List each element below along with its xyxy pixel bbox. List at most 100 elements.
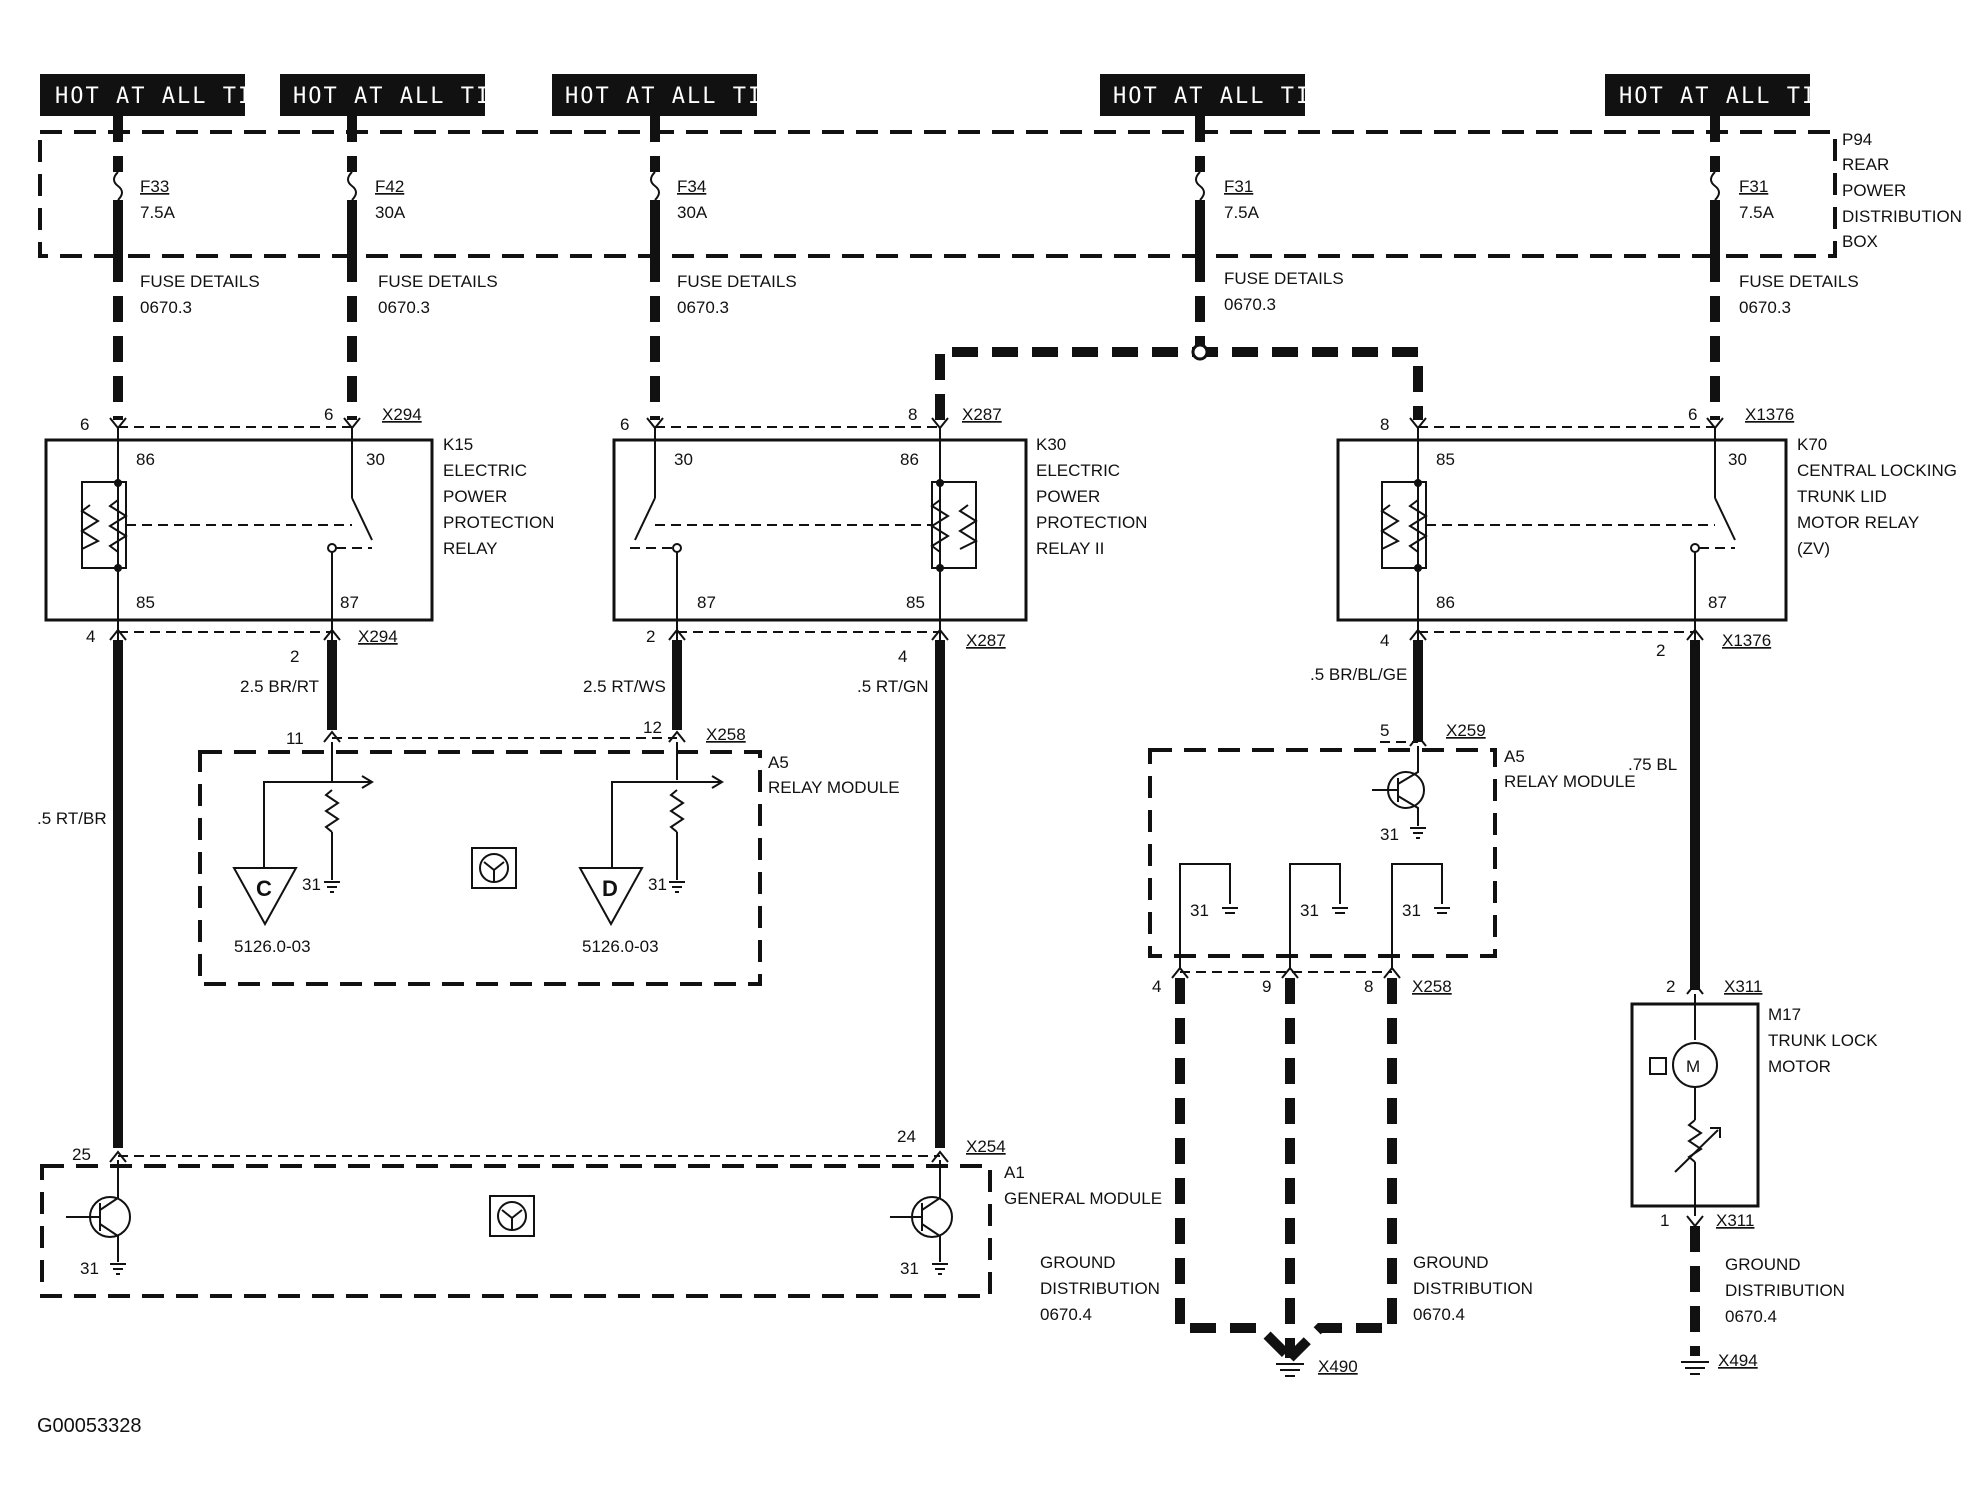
svg-text:POWER: POWER	[443, 487, 507, 506]
ground-wire-8	[1286, 978, 1397, 1362]
fuse-rating: 7.5A	[1739, 203, 1775, 222]
connector-label: X287	[966, 631, 1006, 650]
svg-text:86: 86	[900, 450, 919, 469]
fuse-rating: 30A	[375, 203, 406, 222]
svg-text:DISTRIBUTION: DISTRIBUTION	[1413, 1279, 1533, 1298]
svg-text:31: 31	[900, 1259, 919, 1278]
hot-label-text: HOT AT ALL TIMES	[55, 84, 299, 109]
svg-text:2: 2	[290, 647, 299, 666]
svg-text:86: 86	[1436, 593, 1455, 612]
fuse-box-label: REAR	[1842, 155, 1889, 174]
svg-text:87: 87	[340, 593, 359, 612]
hot-label-text: HOT AT ALL TIMES	[1113, 84, 1357, 109]
svg-text:RELAY II: RELAY II	[1036, 539, 1104, 558]
svg-text:8: 8	[908, 405, 917, 424]
svg-text:FUSE DETAILS: FUSE DETAILS	[1224, 269, 1344, 288]
svg-text:4: 4	[1152, 977, 1161, 996]
svg-text:4: 4	[86, 627, 95, 646]
fuse-f34: F34 30A	[650, 116, 708, 256]
svg-text:2: 2	[1656, 641, 1665, 660]
svg-text:31: 31	[648, 875, 667, 894]
svg-text:MOTOR RELAY: MOTOR RELAY	[1797, 513, 1919, 532]
relay-k15: 86 30 85 87 K15 ELECTRIC POWER PROTECTIO…	[44, 428, 554, 640]
svg-text:11: 11	[286, 729, 304, 748]
svg-text:(ZV): (ZV)	[1797, 539, 1830, 558]
svg-text:1: 1	[1660, 1211, 1669, 1230]
svg-text:MOTOR: MOTOR	[1768, 1057, 1831, 1076]
svg-text:5126.0-03: 5126.0-03	[234, 937, 311, 956]
fuse-rating: 30A	[677, 203, 708, 222]
connector-label: X311	[1716, 1211, 1754, 1230]
ground-wire-4	[1175, 978, 1294, 1362]
svg-text:31: 31	[1402, 901, 1421, 920]
motor-id: M17	[1768, 1005, 1801, 1024]
svg-text:0670.4: 0670.4	[1725, 1307, 1777, 1326]
fuse-id: F31	[1224, 177, 1253, 196]
svg-text:87: 87	[1708, 593, 1727, 612]
svg-text:0670.4: 0670.4	[1040, 1305, 1092, 1324]
connector-label: X294	[358, 627, 398, 646]
triangle-d: D	[602, 876, 618, 901]
fuse-box-outline	[38, 130, 1837, 258]
svg-text:CENTRAL LOCKING: CENTRAL LOCKING	[1797, 461, 1957, 480]
svg-text:85: 85	[1436, 450, 1455, 469]
svg-text:0670.3: 0670.3	[140, 298, 192, 317]
connector-label: X1376	[1745, 405, 1794, 424]
connector-label: X258	[706, 725, 746, 744]
fuse-id: F34	[677, 177, 706, 196]
fuse-rating: 7.5A	[1224, 203, 1260, 222]
svg-text:24: 24	[897, 1127, 916, 1146]
fuse-box-label: POWER	[1842, 181, 1906, 200]
svg-text:DISTRIBUTION: DISTRIBUTION	[1040, 1279, 1160, 1298]
svg-text:31: 31	[1190, 901, 1209, 920]
svg-text:POWER: POWER	[1036, 487, 1100, 506]
general-module-a1: 25 24 X254 A1 GENERAL MODULE 31 31	[40, 1127, 1162, 1298]
hot-label-1: HOT AT ALL TIMES	[40, 74, 299, 116]
triangle-c: C	[256, 876, 272, 901]
svg-text:FUSE DETAILS: FUSE DETAILS	[140, 272, 260, 291]
svg-text:85: 85	[906, 593, 925, 612]
svg-text:87: 87	[697, 593, 716, 612]
svg-text:5126.0-03: 5126.0-03	[582, 937, 659, 956]
hot-label-text: HOT AT ALL TIMES	[565, 84, 809, 109]
relay-module-a5-right: 5 X259 A5 RELAY MODULE 31 31 31 31	[1148, 721, 1636, 970]
wire-label: .5 RT/GN	[857, 677, 928, 696]
connector-label: X259	[1446, 721, 1486, 740]
svg-text:ELECTRIC: ELECTRIC	[1036, 461, 1120, 480]
hot-label-4: HOT AT ALL TIMES	[1100, 74, 1357, 116]
ground-dist-left: GROUND DISTRIBUTION 0670.4	[1040, 1253, 1160, 1324]
connector-label: X254	[966, 1137, 1006, 1156]
svg-text:8: 8	[1364, 977, 1373, 996]
svg-text:FUSE DETAILS: FUSE DETAILS	[677, 272, 797, 291]
svg-text:30: 30	[674, 450, 693, 469]
svg-text:25: 25	[72, 1145, 91, 1164]
svg-text:0670.3: 0670.3	[378, 298, 430, 317]
connector-label: X258	[1412, 977, 1452, 996]
wire-label: .5 RT/BR	[37, 809, 107, 828]
fuse-box-label: DISTRIBUTION	[1842, 207, 1962, 226]
hot-label-3: HOT AT ALL TIMES	[552, 74, 809, 116]
svg-text:30: 30	[366, 450, 385, 469]
hot-label-text: HOT AT ALL TIMES	[293, 84, 537, 109]
relay-module-a5-left: 11 12 X258 A5 RELAY MODULE 31 C 5126.0-0…	[198, 718, 900, 986]
fuse-id: F31	[1739, 177, 1768, 196]
svg-text:PROTECTION: PROTECTION	[443, 513, 554, 532]
svg-text:0670.3: 0670.3	[677, 298, 729, 317]
svg-text:TRUNK LID: TRUNK LID	[1797, 487, 1887, 506]
svg-text:RELAY: RELAY	[443, 539, 498, 558]
relay-id: K30	[1036, 435, 1066, 454]
svg-text:0670.3: 0670.3	[1739, 298, 1791, 317]
connector-label: X1376	[1722, 631, 1771, 650]
ground-dist-mid: GROUND DISTRIBUTION 0670.4	[1413, 1253, 1533, 1324]
svg-text:12: 12	[643, 718, 662, 737]
fuse-details-4: FUSE DETAILS 0670.3	[1224, 269, 1344, 314]
module-name: GENERAL MODULE	[1004, 1189, 1162, 1208]
svg-text:4: 4	[898, 647, 907, 666]
wire-f31-split	[935, 347, 1423, 420]
svg-text:4: 4	[1380, 631, 1389, 650]
svg-text:FUSE DETAILS: FUSE DETAILS	[1739, 272, 1859, 291]
svg-text:6: 6	[1688, 405, 1697, 424]
svg-text:6: 6	[620, 415, 629, 434]
fuse-f31-b: F31 7.5A	[1710, 116, 1775, 256]
